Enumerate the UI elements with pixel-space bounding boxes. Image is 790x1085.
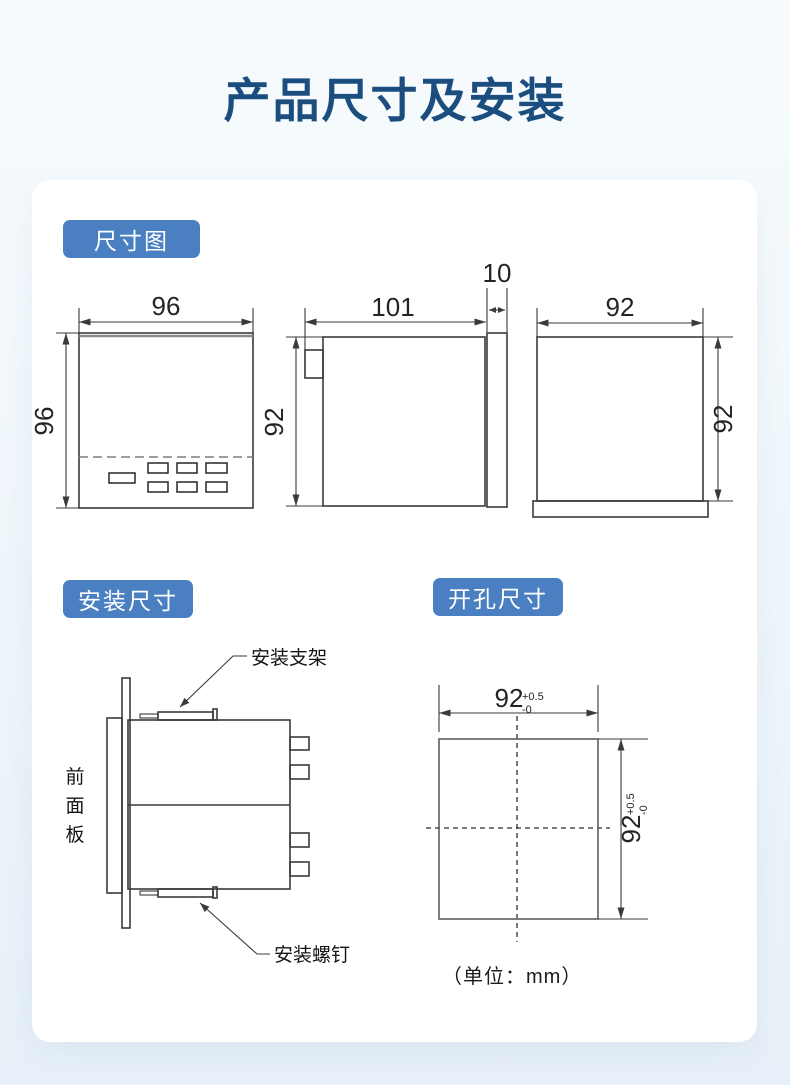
side-height-dimension: 92	[259, 336, 323, 507]
page-title: 产品尺寸及安装	[223, 74, 567, 127]
screw-leader-line	[199, 902, 270, 955]
bottom-bracket	[139, 886, 218, 899]
side-front-bezel	[486, 332, 508, 508]
front-width-dimension: 96	[78, 291, 254, 338]
cutout-height-tol-lower: -0	[638, 805, 650, 815]
front-view-drawing: 96 96	[29, 291, 254, 509]
section-badge-cutout: 开孔尺寸	[433, 578, 563, 616]
rear-width-dimension: 92	[536, 292, 704, 337]
unit-note: （单位：mm）	[442, 966, 583, 988]
device-front-outline	[78, 332, 254, 509]
section-badge-installation: 安装尺寸	[63, 580, 193, 618]
front-buttons	[108, 462, 228, 493]
rear-height-label: 92	[708, 405, 738, 434]
front-width-label: 96	[152, 291, 181, 321]
cutout-width-tol-upper: +0.5	[522, 691, 544, 703]
section-badge-dimension: 尺寸图	[63, 220, 200, 258]
cutout-width-tol-lower: -0	[522, 704, 532, 716]
bracket-label: 安装支架	[251, 647, 327, 669]
side-depth-label: 101	[371, 292, 414, 322]
device-side-outline	[322, 336, 486, 507]
device-rear-outline	[536, 336, 704, 502]
bracket-leader-line	[179, 655, 247, 708]
side-bezel-label: 10	[483, 258, 512, 288]
rear-height-dimension: 92	[703, 336, 738, 502]
front-height-dimension: 96	[29, 332, 85, 509]
cutout-height-label: 92	[616, 815, 646, 844]
rear-view-drawing: 92 92	[532, 292, 738, 518]
front-bezel	[106, 717, 123, 894]
screw-label: 安装螺钉	[274, 944, 350, 966]
rear-width-label: 92	[606, 292, 635, 322]
cutout-height-tol-upper: +0.5	[625, 793, 637, 815]
side-bracket	[304, 349, 324, 379]
cutout-drawing: 92 +0.5 -0 92 +0.5 -0	[426, 683, 650, 942]
front-height-label: 96	[29, 407, 59, 436]
side-view-drawing: 101 10 92	[259, 258, 512, 508]
cutout-width-dimension: 92 +0.5 -0	[438, 683, 599, 732]
side-height-label: 92	[259, 408, 289, 437]
rear-terminals	[289, 736, 310, 877]
content-card: 尺寸图 安装尺寸 开孔尺寸 96 96	[29, 180, 757, 1042]
side-bezel-dimension: 10	[483, 258, 512, 332]
cutout-height-dimension: 92 +0.5 -0	[598, 738, 650, 920]
top-bracket	[139, 708, 218, 721]
installation-drawing: 安装支架 安装螺钉	[106, 647, 350, 966]
cutout-square	[438, 738, 599, 920]
front-panel-label: 前面板	[65, 767, 85, 846]
cutout-width-label: 92	[495, 683, 524, 713]
side-depth-dimension: 101	[304, 292, 486, 378]
rear-bezel-base	[532, 500, 709, 518]
